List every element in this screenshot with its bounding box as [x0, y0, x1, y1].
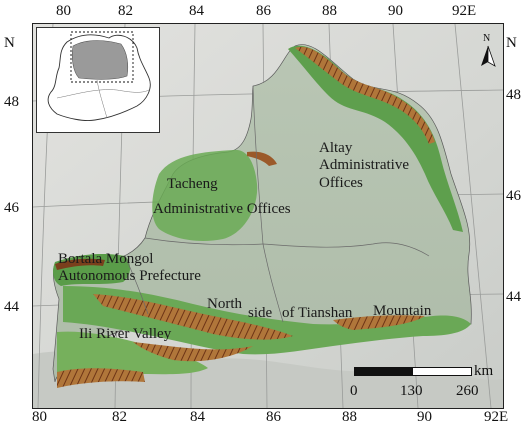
ili-southern-ridge — [57, 368, 145, 388]
altay-range-peaks — [295, 46, 435, 144]
top-tick-86: 86 — [256, 3, 271, 19]
bottom-tick-80: 80 — [32, 409, 47, 425]
scale-tick-130: 130 — [400, 383, 423, 399]
tianshan-west-ridge — [93, 294, 293, 340]
label-ili-river-valley: Ili River Valley — [79, 326, 172, 342]
bottom-tick-90: 90 — [417, 409, 432, 425]
ili-northern-ridge — [133, 342, 253, 362]
tianshan-east-ridge — [333, 315, 425, 330]
bottom-tick-84: 84 — [190, 409, 205, 425]
label-tacheng-line1: Tacheng — [167, 176, 218, 192]
label-altay-line3: Offices — [319, 175, 363, 191]
scale-bar — [354, 367, 472, 376]
top-tick-88: 88 — [322, 3, 337, 19]
tacheng-ridge — [247, 151, 277, 166]
label-altay-line1: Altay — [319, 140, 353, 156]
inset-boundaries — [56, 79, 150, 119]
label-tianshan-side: side — [248, 305, 273, 321]
top-tick-80: 80 — [56, 3, 71, 19]
label-tacheng-line2: Administrative Offices — [153, 201, 291, 217]
altay-range-green — [288, 45, 463, 232]
right-tick-48: 48 — [506, 87, 521, 103]
admin-boundaries — [124, 85, 430, 323]
top-tick-92e: 92E — [452, 3, 477, 19]
inset-svg — [47, 31, 151, 121]
bottom-tick-88: 88 — [342, 409, 357, 425]
scale-unit: km — [474, 363, 494, 379]
right-tick-46: 46 — [506, 188, 521, 204]
tianshan-foothills — [63, 286, 471, 355]
tacheng-uplands — [152, 149, 258, 241]
inset-study-area — [71, 40, 129, 80]
bottom-tick-86: 86 — [266, 409, 281, 425]
left-tick-44: 44 — [4, 299, 19, 315]
scale-bar-black-segment — [355, 368, 413, 375]
right-tick-n: N — [506, 35, 517, 51]
label-bortala-line1: Bortala Mongol — [58, 251, 154, 267]
left-tick-n: N — [4, 35, 15, 51]
inset-locator-map — [36, 27, 160, 133]
left-tick-48: 48 — [4, 94, 19, 110]
bortala-peaks — [55, 258, 105, 270]
right-tick-44: 44 — [506, 289, 521, 305]
label-bortala-line2: Autonomous Prefecture — [58, 268, 201, 284]
label-tianshan-of-tianshan: of Tianshan — [282, 305, 353, 321]
top-tick-82: 82 — [118, 3, 133, 19]
scale-tick-260: 260 — [456, 383, 479, 399]
top-tick-84: 84 — [189, 3, 204, 19]
bottom-tick-82: 82 — [112, 409, 127, 425]
north-arrow: N — [481, 33, 496, 67]
bottom-tick-92e: 92E — [484, 409, 509, 425]
top-tick-90: 90 — [388, 3, 403, 19]
left-tick-46: 46 — [4, 200, 19, 216]
scale-tick-0: 0 — [350, 383, 358, 399]
label-tianshan-north: North — [207, 296, 242, 312]
north-arrow-label: N — [483, 33, 490, 44]
label-tianshan-mountain: Mountain — [373, 303, 432, 319]
label-altay-line2: Administrative — [319, 157, 409, 173]
